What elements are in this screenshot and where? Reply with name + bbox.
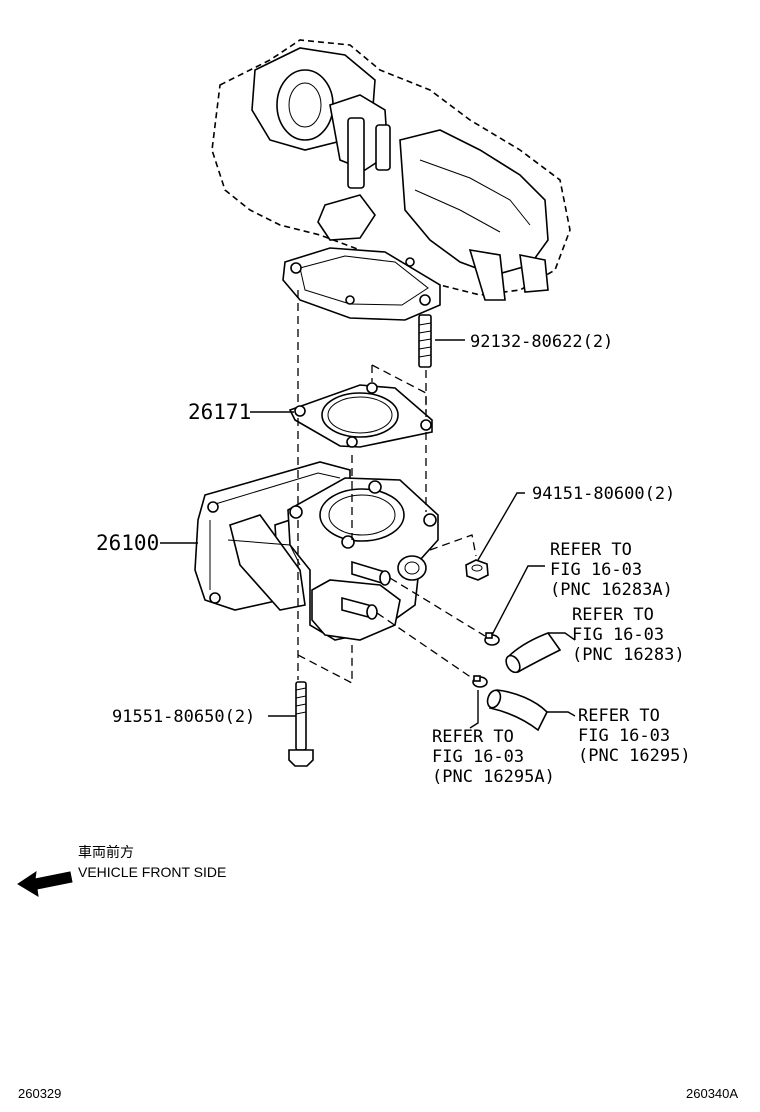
ref2-leader	[548, 632, 576, 641]
ref4-line2: FIG 16-03	[432, 747, 524, 767]
ref1-line1: REFER TO	[550, 540, 632, 560]
label-stud: 92132-80622(2)	[470, 332, 613, 352]
direction-english: VEHICLE FRONT SIDE	[78, 864, 226, 880]
ref3-line1: REFER TO	[578, 706, 660, 726]
footer-left-code: 260329	[18, 1086, 61, 1101]
label-throttle-body: 26100	[96, 531, 159, 555]
hose-clamp-upper-drawing	[484, 632, 500, 646]
hose-clamp-lower-drawing	[472, 675, 488, 688]
throttle-body-drawing	[194, 461, 439, 641]
ref2-line3: (PNC 16283)	[572, 645, 685, 665]
ref4-line3: (PNC 16295A)	[432, 767, 555, 787]
ref3-line2: FIG 16-03	[578, 726, 670, 746]
label-bolt: 91551-80650(2)	[112, 707, 255, 727]
hose-lower-drawing	[486, 689, 548, 732]
hose-upper-drawing	[505, 632, 562, 674]
vehicle-front-indicator: 車両前方 VEHICLE FRONT SIDE	[17, 844, 226, 897]
intake-manifold-drawing	[211, 39, 571, 321]
gasket-drawing	[288, 382, 433, 448]
nut-leader	[477, 492, 525, 561]
footer-right-code: 260340A	[686, 1086, 738, 1101]
label-nut: 94151-80600(2)	[532, 484, 675, 504]
ref4-line1: REFER TO	[432, 727, 514, 747]
ref1-line2: FIG 16-03	[550, 560, 642, 580]
ref4-leader	[469, 690, 479, 729]
reference-pnc-16283a: REFER TO FIG 16-03 (PNC 16283A)	[550, 540, 673, 600]
stud-drawing	[418, 314, 432, 368]
ref2-line1: REFER TO	[572, 605, 654, 625]
direction-japanese: 車両前方	[78, 844, 134, 860]
bolt-drawing	[288, 681, 314, 767]
ref1-line3: (PNC 16283A)	[550, 580, 673, 600]
reference-pnc-16283: REFER TO FIG 16-03 (PNC 16283)	[572, 605, 685, 665]
ref1-leader	[491, 565, 545, 636]
reference-pnc-16295: REFER TO FIG 16-03 (PNC 16295)	[578, 706, 691, 766]
label-gasket: 26171	[188, 400, 251, 424]
nut-drawing	[465, 559, 489, 581]
ref3-line3: (PNC 16295)	[578, 746, 691, 766]
front-arrow-icon	[17, 870, 73, 897]
ref2-line2: FIG 16-03	[572, 625, 664, 645]
ref3-leader	[547, 711, 576, 717]
reference-pnc-16295a: REFER TO FIG 16-03 (PNC 16295A)	[432, 727, 555, 787]
assembly-lines	[297, 290, 486, 685]
